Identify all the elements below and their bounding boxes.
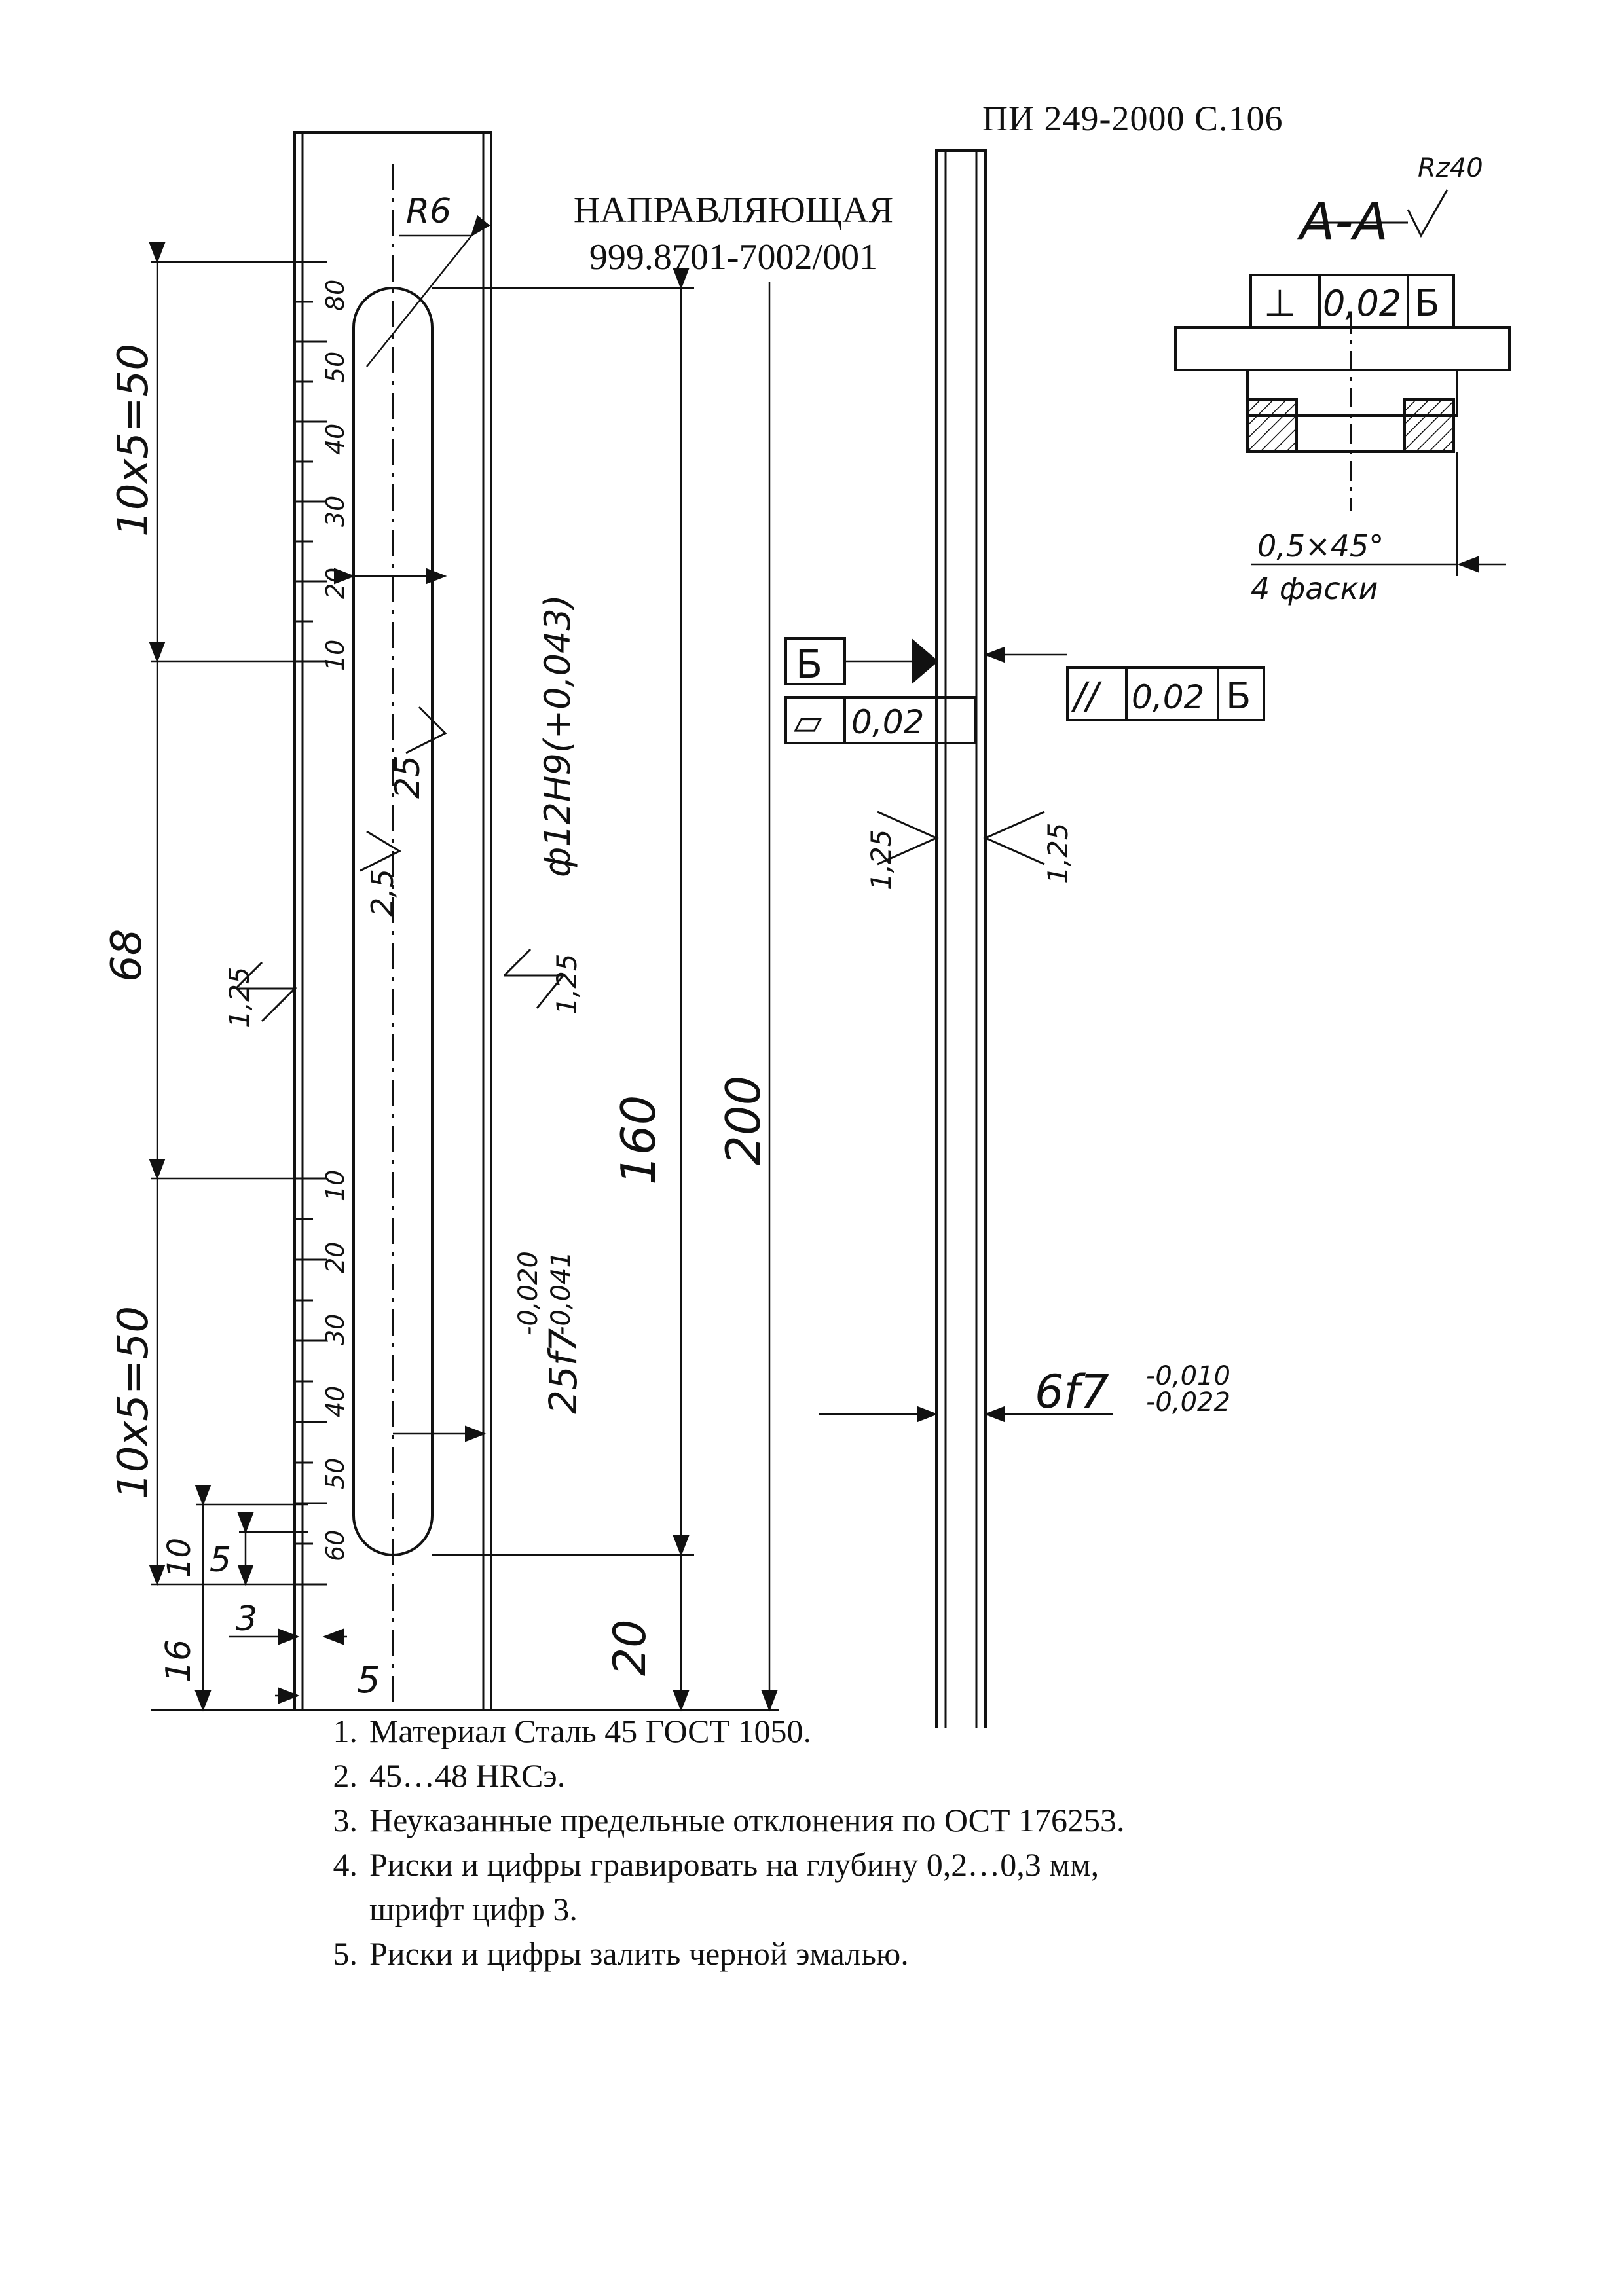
engraved-scale [295,261,327,1586]
drawing-title: НАПРАВЛЯЮЩАЯ 999.8701-7002/001 [550,187,917,281]
scale-label: 10 [321,640,350,671]
roughness-1-25-side-left: 1,25 [865,829,897,890]
dim-6f7-lower: -0,022 [1146,1387,1230,1417]
note-item: 4. Риски и цифры гравировать на глубину 0… [308,1842,1356,1887]
chamfer-label: 0,5×45° [1257,528,1384,564]
roughness-1-25-left: 1,25 [223,966,255,1028]
side-view [784,149,1265,1728]
flatness-value: 0,02 [851,703,924,741]
section-a-a [1174,189,1511,576]
dim-16: 16 [159,1639,198,1683]
dim-25f7-lower: -0,041 [546,1251,576,1336]
dim-top-chain: 10x5=50 [109,344,158,537]
dim-bottom-chain: 10x5=50 [109,1306,158,1499]
dim-slot-width: 25 [388,756,428,799]
note-item: 5. Риски и цифры залить черной эмалью. [308,1931,1356,1976]
dim-25f7: 25f7 [541,1328,585,1414]
technical-notes: 1. Материал Сталь 45 ГОСТ 1050. 2. 45…48 HR… [308,1709,1356,1976]
drawing-labels: R6 10x5=50 68 10x5=50 10 5 3 16 5 25 ф12… [103,153,1483,1702]
dim-10: 10 [161,1538,198,1578]
dim-200: 200 [716,1076,771,1165]
main-view [293,131,492,1711]
scale-label: 20 [321,1242,350,1273]
roughness-1-25-right: 1,25 [551,953,583,1015]
dim-20: 20 [604,1619,656,1676]
technical-drawing: R6 10x5=50 68 10x5=50 10 5 3 16 5 25 ф12… [103,131,1511,1728]
note-item: 2. 45…48 HRCэ. [308,1753,1356,1798]
note-text: Риски и цифры гравировать на глубину 0,2… [369,1846,1099,1883]
scale-label: 40 [321,1386,350,1417]
scale-label: 60 [321,1530,350,1561]
dim-hole: ф12Н9(+0,043) [537,594,578,877]
note-item: шрифт цифр 3. [308,1887,1356,1931]
note-text: 45…48 HRCэ. [369,1757,566,1794]
scale-label: 40 [321,424,350,455]
scale-label: 80 [321,280,350,311]
perpendicularity-symbol: ⊥ [1264,282,1296,325]
dim-68: 68 [103,929,151,982]
section-roughness: Rz40 [1418,153,1483,183]
title-name: НАПРАВЛЯЮЩАЯ [573,190,894,230]
dimension-lines [149,215,779,1712]
note-text: Материал Сталь 45 ГОСТ 1050. [369,1713,812,1749]
note-text: шрифт цифр 3. [369,1891,578,1927]
dim-160: 160 [611,1095,666,1185]
perpendicularity-datum: Б [1414,282,1439,325]
section-label: А-А [1297,192,1388,251]
note-number: 5. [333,1935,358,1972]
note-number [308,1887,369,1931]
scale-label: 20 [321,568,350,599]
note-text: Неуказанные предельные отклонения по ОСТ… [369,1802,1125,1838]
dim-6f7: 6f7 [1035,1365,1109,1419]
document-reference: ПИ 249-2000 С.106 [982,99,1283,138]
note-item: 3. Неуказанные предельные отклонения по О… [308,1798,1356,1842]
scale-labels: 80 50 40 30 20 10 10 20 30 40 50 60 [321,280,350,1561]
dim-25f7-upper: -0,020 [513,1251,544,1336]
chamfer-note: 4 фаски [1251,571,1378,606]
guide-body [293,131,492,1711]
parallelism-value: 0,02 [1132,678,1204,716]
parallelism-symbol: // [1071,675,1102,718]
dim-3: 3 [236,1599,257,1639]
parallelism-datum: Б [1226,675,1251,718]
scale-label: 10 [321,1170,350,1201]
dim-6f7-upper: -0,010 [1146,1361,1230,1391]
datum-b-label: Б [796,642,822,687]
scale-label: 30 [321,1314,350,1345]
flatness-symbol: ▱ [794,701,822,744]
note-item: 1. Материал Сталь 45 ГОСТ 1050. [308,1709,1356,1753]
scale-label: 30 [321,496,350,527]
note-number: 3. [333,1802,358,1838]
dim-5a: 5 [210,1540,231,1580]
note-text: Риски и цифры залить черной эмалью. [369,1935,909,1972]
scale-label: 50 [321,352,350,383]
scale-label: 50 [321,1458,350,1489]
note-number: 2. [333,1757,358,1794]
roughness-marks [234,706,1045,1023]
note-number: 4. [333,1846,358,1883]
radius-label: R6 [406,192,451,231]
perpendicularity-value: 0,02 [1323,283,1401,324]
side-view-body [935,149,987,1728]
title-code: 999.8701-7002/001 [589,237,878,278]
roughness-1-25-side-right: 1,25 [1042,822,1074,884]
note-number: 1. [333,1713,358,1749]
roughness-2-5: 2,5 [365,869,400,917]
dim-5b: 5 [357,1659,380,1702]
